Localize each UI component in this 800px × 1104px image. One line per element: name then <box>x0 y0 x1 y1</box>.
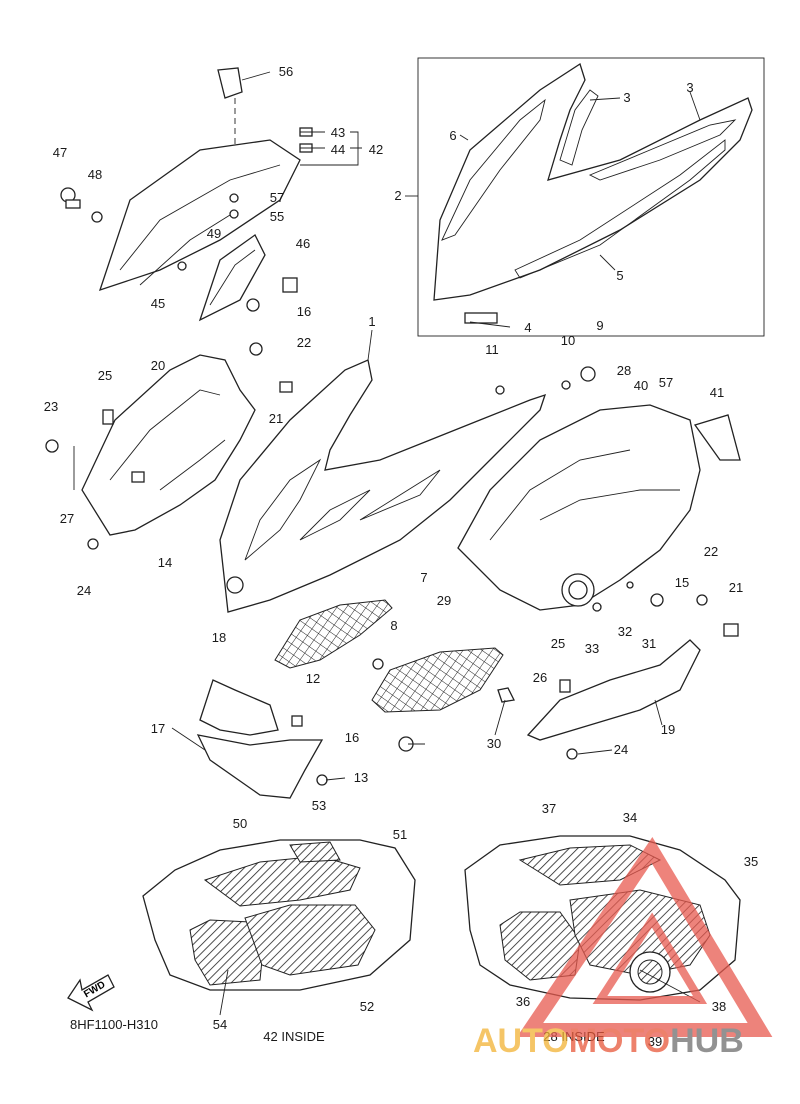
label-54: 54 <box>213 1017 227 1032</box>
label-51: 51 <box>393 827 407 842</box>
label-12: 12 <box>306 671 320 686</box>
label-23: 23 <box>44 399 58 414</box>
watermark-triangle <box>516 836 773 1037</box>
label-18: 18 <box>212 630 226 645</box>
label-3a: 3 <box>623 90 630 105</box>
label-15: 15 <box>675 575 689 590</box>
diagram-code: 8HF1100-H310 <box>70 1017 158 1032</box>
label-45: 45 <box>151 296 165 311</box>
label-44: 44 <box>331 142 345 157</box>
label-24b: 24 <box>614 742 628 757</box>
label-11: 11 <box>485 342 499 357</box>
label-32: 32 <box>618 624 632 639</box>
label-28: 28 <box>617 363 631 378</box>
watermark-auto: AUTO <box>473 1022 569 1060</box>
label-50: 50 <box>233 816 247 831</box>
label-31: 31 <box>642 636 656 651</box>
front-cover-assembly <box>60 67 313 322</box>
label-57a: 57 <box>270 190 284 205</box>
label-37: 37 <box>542 801 556 816</box>
label-26: 26 <box>533 670 547 685</box>
label-19: 19 <box>661 722 675 737</box>
inside-caption-42: 42 INSIDE <box>263 1029 325 1044</box>
label-16a: 16 <box>297 304 311 319</box>
label-25a: 25 <box>98 368 112 383</box>
label-48: 48 <box>88 167 102 182</box>
watermark-inner-triangle <box>592 912 708 1004</box>
label-4: 4 <box>524 320 531 335</box>
label-5: 5 <box>616 268 623 283</box>
label-46: 46 <box>296 236 310 251</box>
label-29: 29 <box>437 593 451 608</box>
label-57b: 57 <box>659 375 673 390</box>
label-38: 38 <box>712 999 726 1014</box>
label-25b: 25 <box>551 636 565 651</box>
label-53: 53 <box>312 798 326 813</box>
label-9: 9 <box>596 318 603 333</box>
label-47: 47 <box>53 145 67 160</box>
label-7: 7 <box>420 570 427 585</box>
label-41: 41 <box>710 385 724 400</box>
leader-lines <box>73 71 701 1016</box>
label-13: 13 <box>354 770 368 785</box>
label-10: 10 <box>561 333 575 348</box>
label-8: 8 <box>390 618 397 633</box>
label-36: 36 <box>516 994 530 1009</box>
label-30: 30 <box>487 736 501 751</box>
label-33: 33 <box>585 641 599 656</box>
label-35: 35 <box>744 854 758 869</box>
svg-text:AUTOMOTOHUB: AUTOMOTOHUB <box>473 1022 744 1060</box>
side-panel-main <box>219 359 547 613</box>
label-56: 56 <box>279 64 293 79</box>
label-17: 17 <box>151 721 165 736</box>
label-1: 1 <box>368 314 375 329</box>
label-6: 6 <box>449 128 456 143</box>
watermark-logo: AUTOMOTOHUB <box>473 836 773 1060</box>
label-21b: 21 <box>729 580 743 595</box>
label-42: 42 <box>369 142 383 157</box>
label-2: 2 <box>394 188 401 203</box>
inside-view-42 <box>142 839 416 991</box>
label-24a: 24 <box>77 583 91 598</box>
watermark-moto: MOTO <box>569 1022 670 1060</box>
part-labels: 1 2 3 3 4 5 6 7 8 9 10 11 12 13 14 15 16… <box>44 64 758 1049</box>
label-22a: 22 <box>297 335 311 350</box>
label-22b: 22 <box>704 544 718 559</box>
label-52: 52 <box>360 999 374 1014</box>
label-21a: 21 <box>269 411 283 426</box>
label-27: 27 <box>60 511 74 526</box>
fwd-arrow: FWD <box>67 974 115 1012</box>
label-39: 39 <box>648 1034 662 1049</box>
label-16b: 16 <box>345 730 359 745</box>
label-43: 43 <box>331 125 345 140</box>
label-49: 49 <box>207 226 221 241</box>
label-55: 55 <box>270 209 284 224</box>
label-20: 20 <box>151 358 165 373</box>
label-40: 40 <box>634 378 648 393</box>
label-14: 14 <box>158 555 172 570</box>
right-lower-panel <box>457 366 741 611</box>
label-34: 34 <box>623 810 637 825</box>
watermark-hub: HUB <box>670 1022 744 1060</box>
label-3b: 3 <box>686 80 693 95</box>
left-lower-panel <box>45 342 293 550</box>
center-parts <box>196 581 739 799</box>
